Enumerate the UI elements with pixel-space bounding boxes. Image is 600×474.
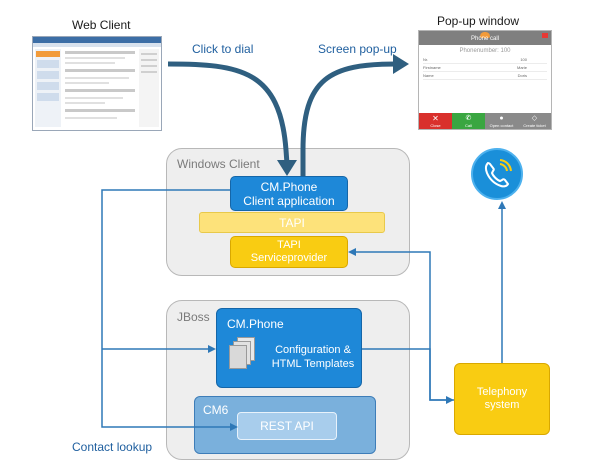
popup-window-label: Pop-up window: [437, 14, 520, 28]
x-icon: ✕: [432, 114, 439, 123]
user-icon: ●: [499, 115, 504, 122]
documents-icon: [229, 337, 255, 369]
popup-open-contact-button[interactable]: ● Open contact: [485, 113, 518, 129]
contact-lookup-label: Contact lookup: [72, 440, 153, 454]
cm-phone-client-box: CM.Phone Client application: [230, 176, 348, 211]
config-label: Configuration & HTML Templates: [271, 344, 355, 370]
jboss-title: JBoss: [177, 310, 210, 324]
tapi-serviceprovider-box: TAPI Serviceprovider: [230, 236, 348, 268]
cm6-box: CM6: [194, 396, 376, 454]
call-icon: ✆: [465, 115, 472, 122]
windows-client-title: Windows Client: [177, 157, 260, 171]
telephony-to-tapi-wire: [348, 248, 454, 401]
popup-phonenumber: Phonenumber: 100: [459, 48, 511, 54]
popup-close-button[interactable]: ✕ Close: [419, 113, 452, 129]
phone-icon: [471, 148, 523, 200]
click-to-dial-arrow: [167, 61, 290, 165]
web-client-label: Web Client: [72, 18, 131, 32]
close-icon[interactable]: [542, 33, 548, 38]
ticket-icon: ◇: [531, 115, 538, 122]
cm-phone-to-telephony-wire: [362, 348, 454, 404]
rest-api-box: REST API: [237, 412, 337, 440]
popup-window: Phone call Phonenumber: 100 Nr.100 First…: [418, 30, 552, 130]
popup-row: Nr.100: [423, 56, 547, 64]
tapi-bar: TAPI: [199, 212, 385, 233]
screen-popup-label: Screen pop-up: [318, 42, 397, 56]
cm-phone-box: CM.Phone Configuration & HTML Templates: [216, 308, 362, 388]
click-to-dial-label: Click to dial: [192, 42, 254, 56]
popup-create-ticket-button[interactable]: ◇ Create ticket: [518, 113, 551, 129]
cm-phone-title: CM.Phone: [227, 317, 284, 331]
telephony-system-box: Telephony system: [454, 363, 550, 435]
popup-title: Phone call: [470, 36, 500, 42]
popup-call-button[interactable]: ✆ Call: [452, 113, 485, 129]
screen-popup-arrow: [300, 61, 397, 176]
phone-icon-badge: [480, 32, 490, 38]
web-client-screenshot: [32, 36, 162, 131]
cm6-title: CM6: [203, 403, 229, 417]
contact-lookup-wire: [101, 189, 238, 431]
